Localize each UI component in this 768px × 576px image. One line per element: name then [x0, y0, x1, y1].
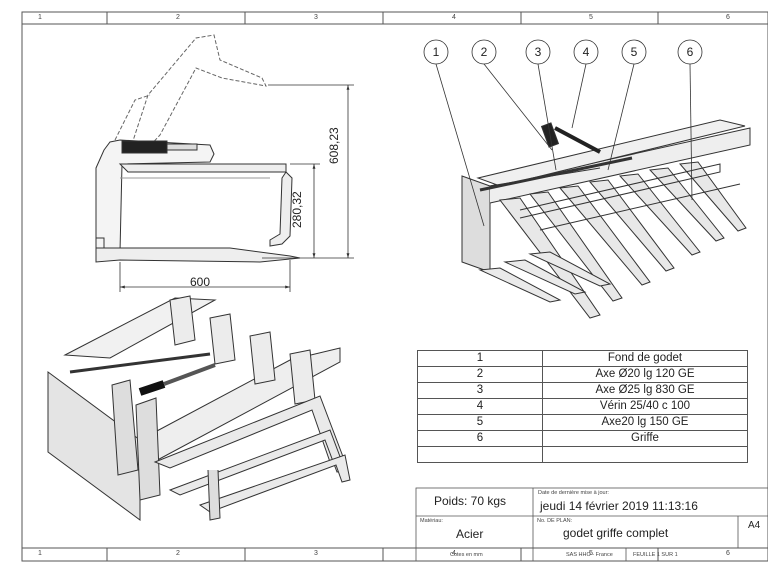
balloon-4: 4 — [582, 45, 590, 59]
zone-bottom-3: 3 — [314, 550, 318, 557]
bom-item: 1 — [417, 350, 543, 367]
date-label: Date de dernière mise à jour: — [538, 490, 609, 496]
plan-label: No. DE PLAN: — [537, 518, 573, 524]
date-value: jeudi 14 février 2019 11:13:16 — [540, 499, 698, 513]
bom-description: Axe Ø20 lg 120 GE — [542, 366, 748, 383]
bom-row-empty — [417, 446, 748, 463]
zone-top-2: 2 — [176, 14, 180, 21]
sheet-border — [21, 11, 768, 562]
zone-bottom-5: 5 — [589, 550, 593, 557]
zone-top-5: 5 — [589, 14, 593, 21]
dim-overall-height: 608,23 — [327, 127, 341, 164]
zone-top-6: 6 — [726, 14, 730, 21]
zone-bottom-4: 4 — [452, 550, 456, 557]
sheet-number: FEUILLE 1 SUR 1 — [633, 552, 678, 558]
iso-view-left — [47, 295, 351, 521]
balloon-callouts — [423, 39, 703, 227]
balloon-2: 2 — [480, 45, 488, 59]
plan-value: godet griffe complet — [563, 526, 669, 540]
balloon-5: 5 — [630, 45, 638, 59]
bom-item: 5 — [417, 414, 543, 431]
zone-top-1: 1 — [38, 14, 42, 21]
zone-top-4: 4 — [452, 14, 456, 21]
units-note: Cotes en mm — [450, 552, 483, 558]
bom-item: 6 — [417, 430, 543, 447]
material-label: Matériau: — [420, 518, 443, 524]
iso-view-right — [461, 119, 751, 319]
zone-top-3: 3 — [314, 14, 318, 21]
bom-description: Fond de godet — [542, 350, 748, 367]
dimension-lines — [119, 84, 354, 292]
zone-bottom-2: 2 — [176, 550, 180, 557]
balloon-6: 6 — [686, 45, 694, 59]
dim-width: 600 — [190, 275, 211, 289]
bom-item: 3 — [417, 382, 543, 399]
balloon-1: 1 — [432, 45, 440, 59]
bom-item: 2 — [417, 366, 543, 383]
company-name: SAS HHO - France — [566, 552, 613, 558]
balloon-3: 3 — [534, 45, 542, 59]
material-value: Acier — [456, 527, 484, 541]
format-value: A4 — [748, 520, 761, 531]
zone-bottom-6: 6 — [726, 550, 730, 557]
bom-description: Vérin 25/40 c 100 — [542, 398, 748, 415]
weight-value: Poids: 70 kgs — [434, 494, 507, 508]
bom-item: 4 — [417, 398, 543, 415]
side-view — [95, 34, 301, 263]
title-block-frame — [415, 487, 768, 562]
bom-description: Axe20 lg 150 GE — [542, 414, 748, 431]
bom-description: Axe Ø25 lg 830 GE — [542, 382, 748, 399]
bom-description: Griffe — [542, 430, 748, 447]
dim-inner-height: 280,32 — [290, 191, 304, 228]
zone-bottom-1: 1 — [38, 550, 42, 557]
